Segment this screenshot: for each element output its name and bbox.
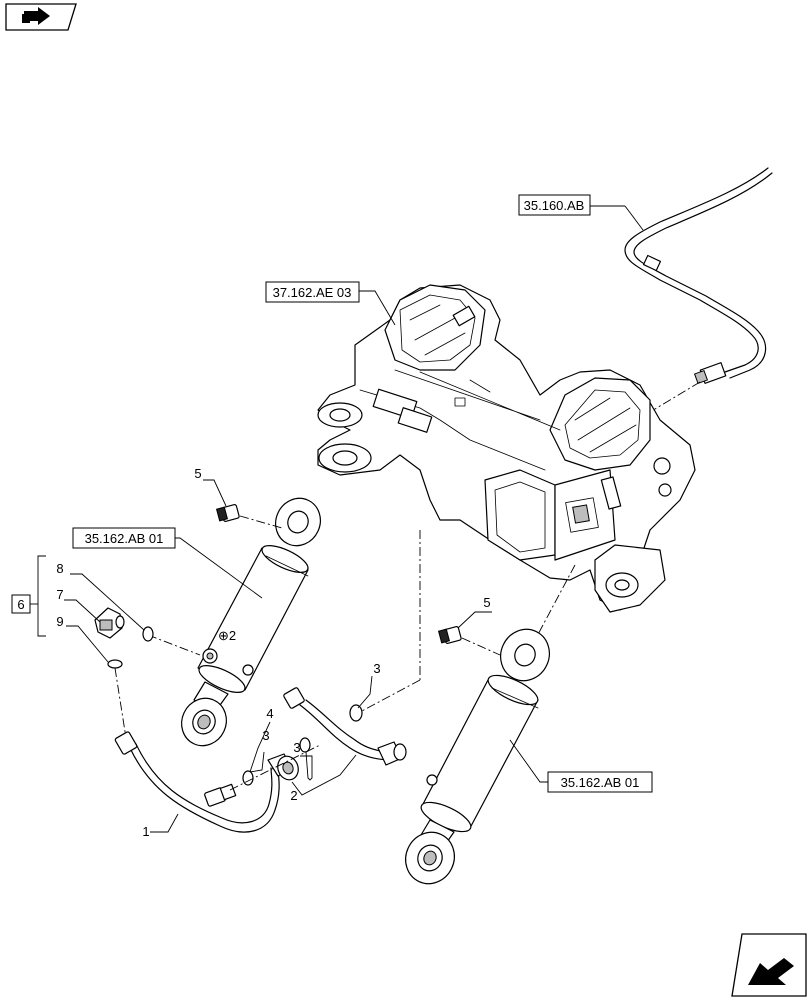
ref-left-cylinder[interactable]: 35.162.AB 01 [72,527,176,549]
sensor-hose [624,167,773,385]
callout-washer-upper: 3 [373,661,380,676]
callout-banjo-bolt: 4 [266,706,273,721]
banjo-bolt [204,783,237,807]
callout-seal: 7 [56,587,63,602]
plug-left [215,504,240,522]
callout-plug-left: 5 [194,466,201,481]
washer-3-mid [242,770,254,786]
group-6-label: 6 [17,597,24,612]
callout-hose-short: 2 [290,788,297,803]
ref-frame-label: 37.162.AE 03 [273,285,352,300]
sensor-connector [693,362,727,385]
hose-long [114,731,299,833]
callout-plug-right: 5 [483,595,490,610]
front-axle-frame [317,284,696,613]
washer-3-right [299,737,311,753]
next-page-arrow-icon[interactable] [731,933,807,997]
plug-right [437,626,462,644]
svg-text:⊕2: ⊕2 [218,628,236,643]
ref-left-cylinder-label: 35.162.AB 01 [85,531,164,546]
book-arrow-icon[interactable] [5,3,77,31]
callout-oring: 9 [56,614,63,629]
callout-washer-small: 8 [56,561,63,576]
callout-washer-right: 3 [293,740,300,755]
leader-lines [30,205,644,833]
hose-short [283,687,407,766]
ref-top-hose[interactable]: 35.160.AB [518,194,591,216]
ref-right-cylinder[interactable]: 35.162.AB 01 [547,771,653,793]
right-cylinder [405,628,550,885]
ref-right-cylinder-label: 35.162.AB 01 [561,775,640,790]
left-cylinder: ⊕2 [181,497,321,747]
elbow-fitting [94,607,125,639]
washer-8 [142,626,154,642]
oring-9 [107,659,123,669]
callout-hose-long: 1 [142,824,149,839]
washer-3-upper [349,704,363,722]
callout-washer-mid: 3 [262,728,269,743]
ref-frame[interactable]: 37.162.AE 03 [265,281,360,303]
group-6-box[interactable]: 6 [11,594,31,614]
ref-top-hose-label: 35.160.AB [524,198,585,213]
